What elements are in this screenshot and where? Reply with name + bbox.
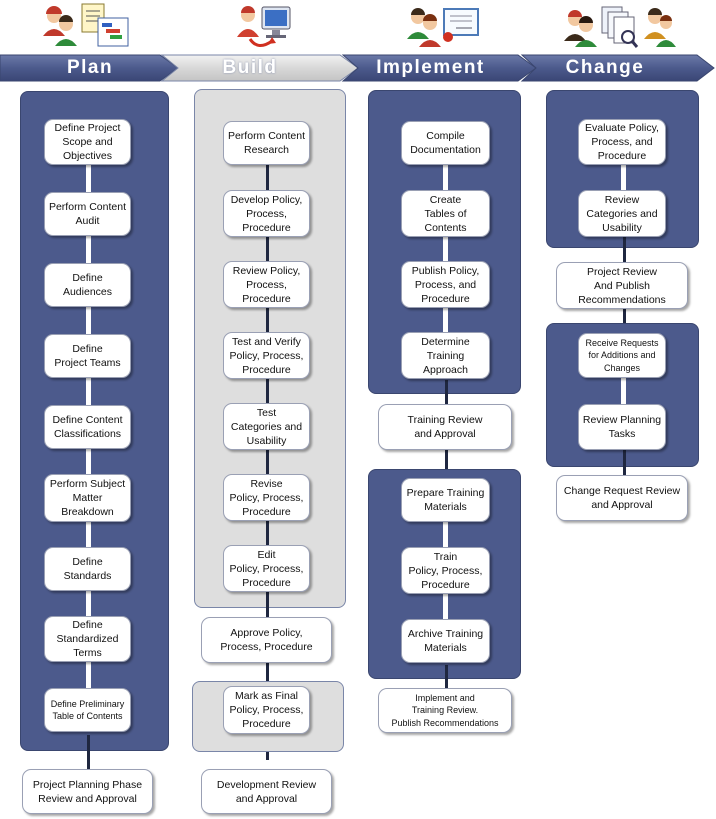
phase-arrows <box>0 54 715 82</box>
plan-review-connector <box>87 735 90 770</box>
person-computer-icon <box>237 6 291 47</box>
plan-step-8[interactable]: Define Standardized Terms <box>44 616 131 662</box>
phase-label-build: Build <box>222 57 278 78</box>
build-final-step[interactable]: Mark as Final Policy, Process, Procedure <box>223 686 310 734</box>
implement-step-3[interactable]: Publish Policy, Process, and Procedure <box>401 261 490 308</box>
people-certificate-icon <box>407 8 479 47</box>
phase-label-plan: Plan <box>66 57 114 78</box>
implement-arrow <box>341 54 537 82</box>
build-step-6[interactable]: Revise Policy, Process, Procedure <box>223 474 310 521</box>
plan-review-box[interactable]: Project Planning Phase Review and Approv… <box>22 769 153 814</box>
plan-step-4[interactable]: Define Project Teams <box>44 334 131 378</box>
plan-step-6[interactable]: Perform Subject Matter Breakdown <box>44 474 131 522</box>
plan-step-2[interactable]: Perform Content Audit <box>44 192 131 236</box>
build-step-3[interactable]: Review Policy, Process, Procedure <box>223 261 310 308</box>
plan-step-7[interactable]: Define Standards <box>44 547 131 591</box>
change-project-review-box[interactable]: Project Review And Publish Recommendatio… <box>556 262 688 309</box>
plan-step-5[interactable]: Define Content Classifications <box>44 405 131 449</box>
implement-training-step-2[interactable]: Train Policy, Process, Procedure <box>401 547 490 594</box>
implement-training-review-box[interactable]: Training Review and Approval <box>378 404 512 450</box>
implement-training-step-3[interactable]: Archive Training Materials <box>401 619 490 663</box>
change-connector-review <box>623 450 626 485</box>
plan-step-3[interactable]: Define Audiences <box>44 263 131 307</box>
build-step-4[interactable]: Test and Verify Policy, Process, Procedu… <box>223 332 310 379</box>
build-step-7[interactable]: Edit Policy, Process, Procedure <box>223 545 310 592</box>
build-approve-box[interactable]: Approve Policy, Process, Procedure <box>201 617 332 663</box>
implement-step-2[interactable]: Create Tables of Contents <box>401 190 490 237</box>
change-connector-bottom <box>621 370 626 420</box>
plan-step-1[interactable]: Define Project Scope and Objectives <box>44 119 131 165</box>
build-arrow <box>160 54 359 82</box>
implement-review-box[interactable]: Implement and Training Review. Publish R… <box>378 688 512 733</box>
build-connector <box>266 160 269 760</box>
implement-connector-review <box>445 665 448 693</box>
implement-step-1[interactable]: Compile Documentation <box>401 121 490 165</box>
change-arrow <box>520 54 715 82</box>
change-connector-top <box>621 160 626 200</box>
change-step-2[interactable]: Review Categories and Usability <box>578 190 666 237</box>
build-step-5[interactable]: Test Categories and Usability <box>223 403 310 450</box>
plan-step-9[interactable]: Define Preliminary Table of Contents <box>44 688 131 732</box>
phase-label-change: Change <box>565 57 645 78</box>
build-review-box[interactable]: Development Review and Approval <box>201 769 332 814</box>
build-step-1[interactable]: Perform Content Research <box>223 121 310 165</box>
change-review-box[interactable]: Change Request Review and Approval <box>556 475 688 521</box>
people-documents-icon <box>43 3 129 47</box>
build-step-2[interactable]: Develop Policy, Process, Procedure <box>223 190 310 237</box>
change-step-1[interactable]: Evaluate Policy, Process, and Procedure <box>578 119 666 165</box>
plan-arrow <box>0 54 179 82</box>
implement-connector-top <box>443 160 448 350</box>
change-request-step-2[interactable]: Review Planning Tasks <box>578 404 666 450</box>
implement-step-4[interactable]: Determine Training Approach <box>401 332 490 379</box>
change-request-step-1[interactable]: Receive Requests for Additions and Chang… <box>578 333 666 378</box>
implement-training-step-1[interactable]: Prepare Training Materials <box>401 478 490 522</box>
people-search-documents-icon <box>564 6 676 48</box>
phase-label-implement: Implement <box>376 57 485 78</box>
